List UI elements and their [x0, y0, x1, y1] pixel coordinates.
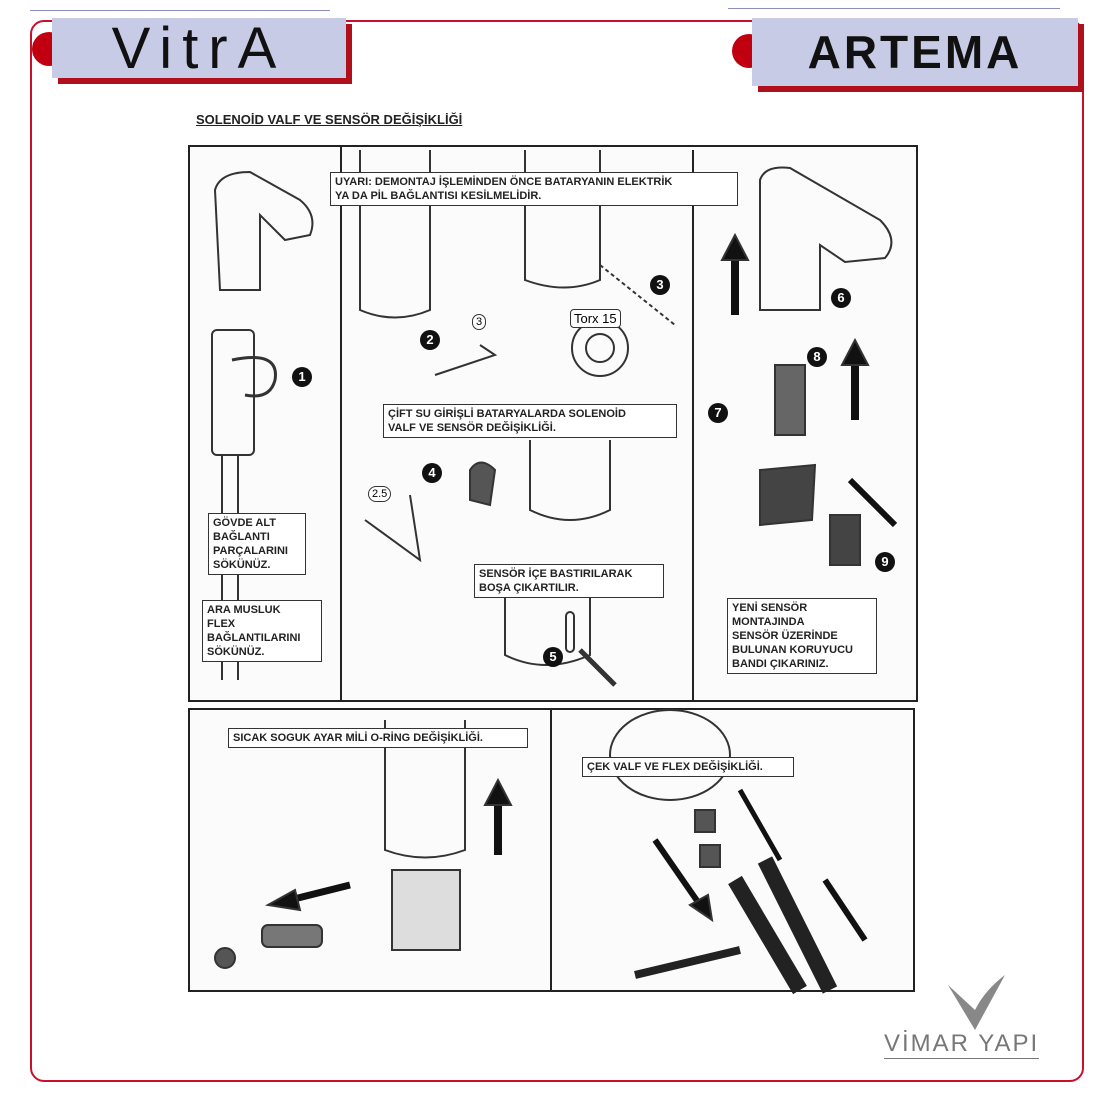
double-inlet-label: ÇİFT SU GİRİŞLİ BATARYALARDA SOLENOİD VA…: [383, 404, 677, 438]
step-8-badge: 8: [807, 347, 827, 367]
vimar-logo-mark: [948, 975, 1005, 1030]
divider: [692, 150, 694, 700]
torx-label: Torx 15: [570, 309, 621, 328]
vitra-logo-text: VitrA: [111, 15, 287, 81]
new-sensor-label: YENİ SENSÖR MONTAJINDA SENSÖR ÜZERİNDE B…: [727, 598, 877, 674]
step-1-badge: 1: [292, 367, 312, 387]
artema-logo: ARTEMA: [752, 18, 1078, 86]
divider: [728, 8, 1060, 9]
oring-label: SICAK SOGUK AYAR MİLİ O-RİNG DEĞİŞİKLİĞİ…: [228, 728, 528, 748]
step-5-badge: 5: [543, 647, 563, 667]
hex-key-2-5-icon: 2.5: [368, 486, 392, 502]
step-3-badge: 3: [650, 275, 670, 295]
divider: [340, 145, 342, 700]
flex-label: ARA MUSLUK FLEX BAĞLANTILARINI SÖKÜNÜZ.: [202, 600, 322, 662]
artema-logo-text: ARTEMA: [807, 26, 1023, 78]
warning-label: UYARI: DEMONTAJ İŞLEMİNDEN ÖNCE BATARYAN…: [330, 172, 738, 206]
step-7-badge: 7: [708, 403, 728, 423]
divider: [550, 708, 552, 990]
step-6-badge: 6: [831, 288, 851, 308]
page-frame: [30, 20, 1084, 1082]
divider: [30, 10, 330, 11]
sensor-push-label: SENSÖR İÇE BASTIRILARAK BOŞA ÇIKARTILIR.: [474, 564, 664, 598]
rotate-arrow-icon: [231, 356, 277, 398]
vitra-logo: VitrA: [52, 16, 346, 81]
intermediate-pipe: [211, 329, 255, 456]
check-valve-label: ÇEK VALF VE FLEX DEĞİŞİKLİĞİ.: [582, 757, 794, 777]
vimar-logo: VİMAR YAPI: [884, 1030, 1040, 1059]
step-2-badge: 2: [420, 330, 440, 350]
body-parts-label: GÖVDE ALT BAĞLANTI PARÇALARINI SÖKÜNÜZ.: [208, 513, 306, 575]
step-9-badge: 9: [875, 552, 895, 572]
page-title: SOLENOİD VALF VE SENSÖR DEĞİŞİKLİĞİ: [196, 112, 463, 127]
step-4-badge: 4: [422, 463, 442, 483]
faucet-drawing: [213, 170, 314, 291]
hex-key-3-icon: 3: [472, 314, 487, 330]
